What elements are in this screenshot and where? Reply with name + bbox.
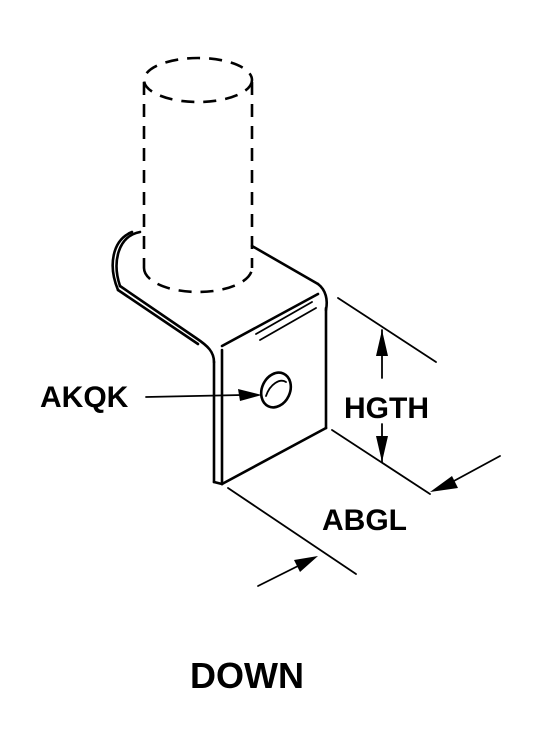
hole-leader-arrow <box>145 389 262 401</box>
length-dimension <box>227 455 501 587</box>
hole-label: AKQK <box>40 381 129 414</box>
length-label: ABGL <box>322 504 407 537</box>
angle-bracket <box>111 230 329 486</box>
orientation-label: DOWN <box>190 655 304 696</box>
phantom-cylinder <box>142 56 254 294</box>
height-dimension <box>331 297 437 495</box>
height-label: HGTH <box>344 392 429 425</box>
mounting-hole <box>259 371 293 409</box>
